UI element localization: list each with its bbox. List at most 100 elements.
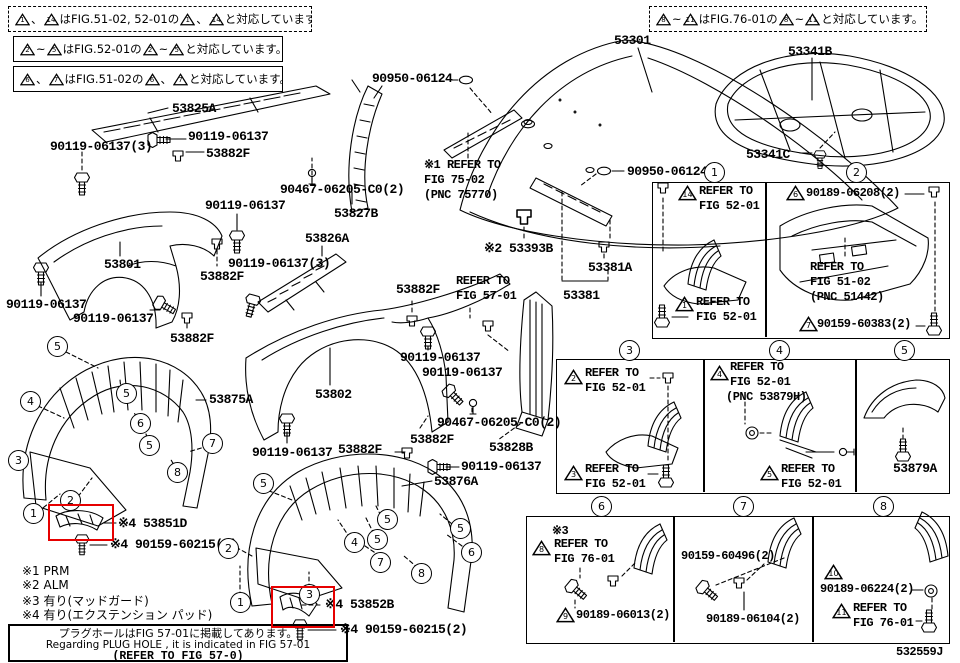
part-label-90119-06137[interactable]: 90119-06137 — [400, 350, 481, 365]
part-label-53851D[interactable]: ※4 53851D — [118, 516, 187, 531]
part-label-90467-06205[interactable]: 90467-06205-C0(2) — [437, 415, 562, 430]
part-label-90189-06224[interactable]: 90189-06224(2) — [820, 582, 914, 596]
part-label-90189-06013[interactable]: 90189-06013(2) — [576, 608, 670, 622]
callout-5[interactable]: 5 — [116, 383, 137, 404]
callout-8[interactable]: 8 — [167, 462, 188, 483]
part-label-90189-06104[interactable]: 90189-06104(2) — [706, 612, 800, 626]
part-label-90159-60383[interactable]: 90159-60383(2) — [817, 317, 911, 331]
part-label-53827B[interactable]: 53827B — [334, 206, 378, 221]
callout-6[interactable]: 6 — [130, 413, 151, 434]
part-label-90119-06137[interactable]: 90119-06137 — [188, 129, 269, 144]
ref-line: FIG 52-01 — [699, 199, 760, 213]
grid-divider — [765, 182, 767, 337]
callout-8[interactable]: 8 — [411, 563, 432, 584]
callout-4[interactable]: 4 — [20, 391, 41, 412]
callout-7[interactable]: 7 — [202, 433, 223, 454]
part-label-53882F[interactable]: 53882F — [396, 282, 440, 297]
legend-text: と対応しています。 — [224, 12, 311, 26]
part-label-90159-60215[interactable]: ※4 90159-60215(2) — [340, 622, 468, 637]
part-label-90950-06124[interactable]: 90950-06124 — [627, 164, 708, 179]
callout-3[interactable]: 3 — [8, 450, 29, 471]
grid-cell-5-number[interactable]: 5 — [894, 340, 915, 361]
triangle-marker: 14 — [43, 12, 59, 26]
triangle-marker: 1 — [15, 12, 30, 26]
note-3-marker: ※3 — [552, 524, 569, 538]
callout-1[interactable]: 1 — [23, 503, 44, 524]
grid-cell-7-number[interactable]: 7 — [733, 496, 754, 517]
part-label-90189-06208[interactable]: 90189-06208(2) — [806, 186, 900, 200]
ref-line: REFER TO — [853, 601, 907, 615]
grid-cell-8-number[interactable]: 8 — [873, 496, 894, 517]
part-label-53802[interactable]: 53802 — [315, 387, 352, 402]
part-label-53341B[interactable]: 53341B — [788, 44, 832, 59]
ref-note-fig57-01[interactable]: REFER TO FIG 57-01 — [456, 274, 517, 304]
callout-7[interactable]: 7 — [370, 552, 391, 573]
triangle-marker: 14 — [208, 12, 224, 26]
part-label-53381[interactable]: 53381 — [563, 288, 600, 303]
part-label-53381A[interactable]: 53381A — [588, 260, 632, 275]
part-label-53882F[interactable]: 53882F — [206, 146, 250, 161]
part-label-53341C[interactable]: 53341C — [746, 147, 790, 162]
pad-left-art — [55, 510, 117, 546]
callout-4[interactable]: 4 — [344, 532, 365, 553]
plug-note-refer[interactable]: (REFER TO FIG 57-0) — [112, 650, 244, 663]
part-label-90159-60496[interactable]: 90159-60496(2) — [681, 549, 775, 563]
part-label-53879A[interactable]: 53879A — [893, 461, 937, 476]
part-label-90119-06137-3[interactable]: 90119-06137(3) — [228, 256, 331, 271]
part-label-53301[interactable]: 53301 — [614, 33, 651, 48]
part-label-53882F[interactable]: 53882F — [410, 432, 454, 447]
grid-cell-3-number[interactable]: 3 — [619, 340, 640, 361]
triangle-marker: 7 — [173, 72, 188, 86]
part-label-90119-06137[interactable]: 90119-06137 — [73, 311, 154, 326]
ref-note-fig75-02[interactable]: ※1 REFER TO FIG 75-02 (PNC 75770) — [424, 158, 501, 203]
part-label-90119-06137[interactable]: 90119-06137 — [6, 297, 87, 312]
callout-5[interactable]: 5 — [253, 473, 274, 494]
part-label-90119-06137-3[interactable]: 90119-06137(3) — [50, 139, 153, 154]
part-label-53826A[interactable]: 53826A — [305, 231, 349, 246]
footnote-2: ※2 ALM — [22, 578, 69, 592]
callout-5[interactable]: 5 — [47, 336, 68, 357]
grid-cell-2-number[interactable]: 2 — [846, 162, 867, 183]
part-label-53876A[interactable]: 53876A — [434, 474, 478, 489]
callout-1[interactable]: 1 — [230, 592, 251, 613]
ref-line: (PNC 75770) — [424, 188, 498, 202]
callout-5[interactable]: 5 — [377, 509, 398, 530]
part-label-90119-06137[interactable]: 90119-06137 — [461, 459, 542, 474]
callout-5[interactable]: 5 — [367, 529, 388, 550]
part-label-53852B[interactable]: ※4 53852B — [325, 597, 394, 612]
ref-line: FIG 52-01 — [781, 477, 842, 491]
callout-6[interactable]: 6 — [461, 542, 482, 563]
grid-cell-1-number[interactable]: 1 — [704, 162, 725, 183]
part-label-90119-06137[interactable]: 90119-06137 — [205, 198, 286, 213]
part-label-90467-06205[interactable]: 90467-06205-C0(2) — [280, 182, 405, 197]
part-label-53882F[interactable]: 53882F — [338, 442, 382, 457]
part-label-90119-06137[interactable]: 90119-06137 — [422, 365, 503, 380]
part-label-53875A[interactable]: 53875A — [209, 392, 253, 407]
callout-2[interactable]: 2 — [218, 538, 239, 559]
part-label-53393B[interactable]: ※2 53393B — [484, 241, 553, 256]
grid-cell-4-number[interactable]: 4 — [769, 340, 790, 361]
part-label-90159-60215[interactable]: ※4 90159-60215(2) — [110, 537, 238, 552]
part-label-53882F[interactable]: 53882F — [170, 331, 214, 346]
callout-3[interactable]: 3 — [299, 584, 320, 605]
part-label-90119-06137[interactable]: 90119-06137 — [252, 445, 333, 460]
grid-cell-6-number[interactable]: 6 — [591, 496, 612, 517]
part-label-90950-06124[interactable]: 90950-06124 — [372, 71, 453, 86]
part-label-53882F[interactable]: 53882F — [200, 269, 244, 284]
part-label-53825A[interactable]: 53825A — [172, 101, 216, 116]
legend-text: 、 — [196, 12, 208, 26]
callout-5[interactable]: 5 — [139, 435, 160, 456]
part-label-53801[interactable]: 53801 — [104, 257, 141, 272]
part-label-53828B[interactable]: 53828B — [489, 440, 533, 455]
callout-5[interactable]: 5 — [450, 518, 471, 539]
